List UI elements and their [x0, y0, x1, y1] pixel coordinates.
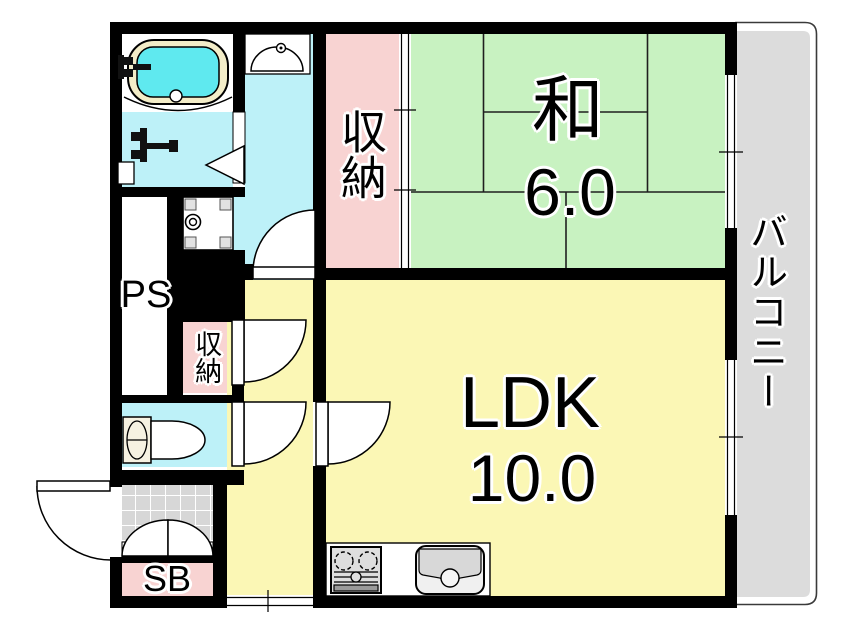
closet-upper-floor — [326, 34, 399, 268]
ldk-label: LDK — [459, 363, 601, 443]
bathroom-door-arc — [123, 96, 233, 112]
ldk-door — [315, 401, 391, 467]
shoe-box-floor — [122, 563, 213, 596]
doors — [36, 96, 391, 561]
walls — [110, 22, 737, 608]
kitchen-sink-icon — [415, 545, 485, 595]
balcony-floor — [737, 31, 810, 597]
washitsu-window — [719, 75, 743, 228]
washing-machine-pan-icon — [182, 196, 234, 251]
toilet-door — [231, 401, 307, 467]
ldk-size-label: 10.0 — [467, 441, 597, 515]
closet-upper-label: 収納 — [334, 108, 387, 200]
toilet-icon — [122, 416, 206, 464]
windows — [227, 34, 743, 612]
ldk-window — [719, 360, 743, 515]
washbasin-icon — [244, 33, 311, 75]
washitsu-size-label: 6.0 — [524, 155, 616, 229]
washroom-door — [204, 111, 246, 186]
hallway-bottom-window — [227, 590, 313, 612]
closet-lower-door — [231, 319, 307, 386]
pipe-space-label: PS — [120, 274, 172, 316]
washroom-faucet-icon — [131, 128, 178, 162]
closet-lower-label: 収納 — [191, 330, 222, 384]
washitsu-floor — [410, 34, 725, 268]
corridor-door — [252, 209, 316, 280]
balcony-area — [735, 21, 818, 606]
kitchen-counter — [325, 542, 491, 597]
closet-lower-floor — [183, 322, 232, 393]
balcony-label: バルコニー — [743, 212, 786, 412]
gas-stove-icon — [330, 546, 382, 594]
bath-faucet-icon — [118, 55, 151, 79]
bathtub-icon — [118, 39, 229, 105]
shoe-box-label: SB — [142, 558, 192, 599]
shoe-box-doors — [121, 519, 214, 558]
entrance-door — [36, 480, 112, 561]
tatami-lines — [410, 34, 725, 268]
washitsu-label: 和 — [531, 71, 604, 151]
pipe-space-floor — [122, 197, 167, 395]
bath-stool-icon — [117, 161, 135, 185]
closet-sliding-door — [394, 34, 416, 268]
